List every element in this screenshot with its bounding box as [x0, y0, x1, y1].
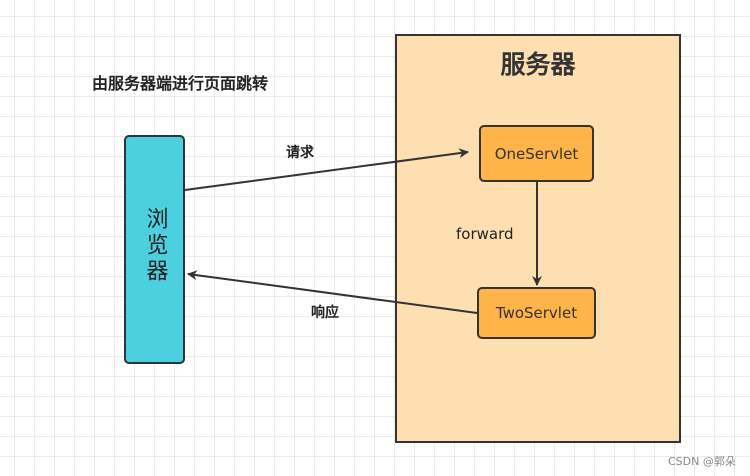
server-title: 服务器 [500, 50, 576, 79]
request-arrow [184, 148, 469, 191]
diagram-title: 由服务器端进行页面跳转 [92, 74, 269, 93]
browser-label: 浏览器 [142, 206, 168, 285]
two-servlet-node: TwoServlet [477, 287, 596, 339]
response-arrow [187, 270, 478, 314]
browser-node: 浏览器 [124, 135, 185, 364]
response-label: 响应 [311, 305, 339, 321]
two-servlet-label: TwoServlet [495, 304, 578, 322]
forward-label: forward [456, 225, 514, 243]
one-servlet-node: OneServlet [479, 125, 594, 182]
watermark: CSDN @郭朵 [668, 455, 736, 468]
request-label: 请求 [286, 145, 314, 161]
one-servlet-label: OneServlet [494, 144, 579, 163]
